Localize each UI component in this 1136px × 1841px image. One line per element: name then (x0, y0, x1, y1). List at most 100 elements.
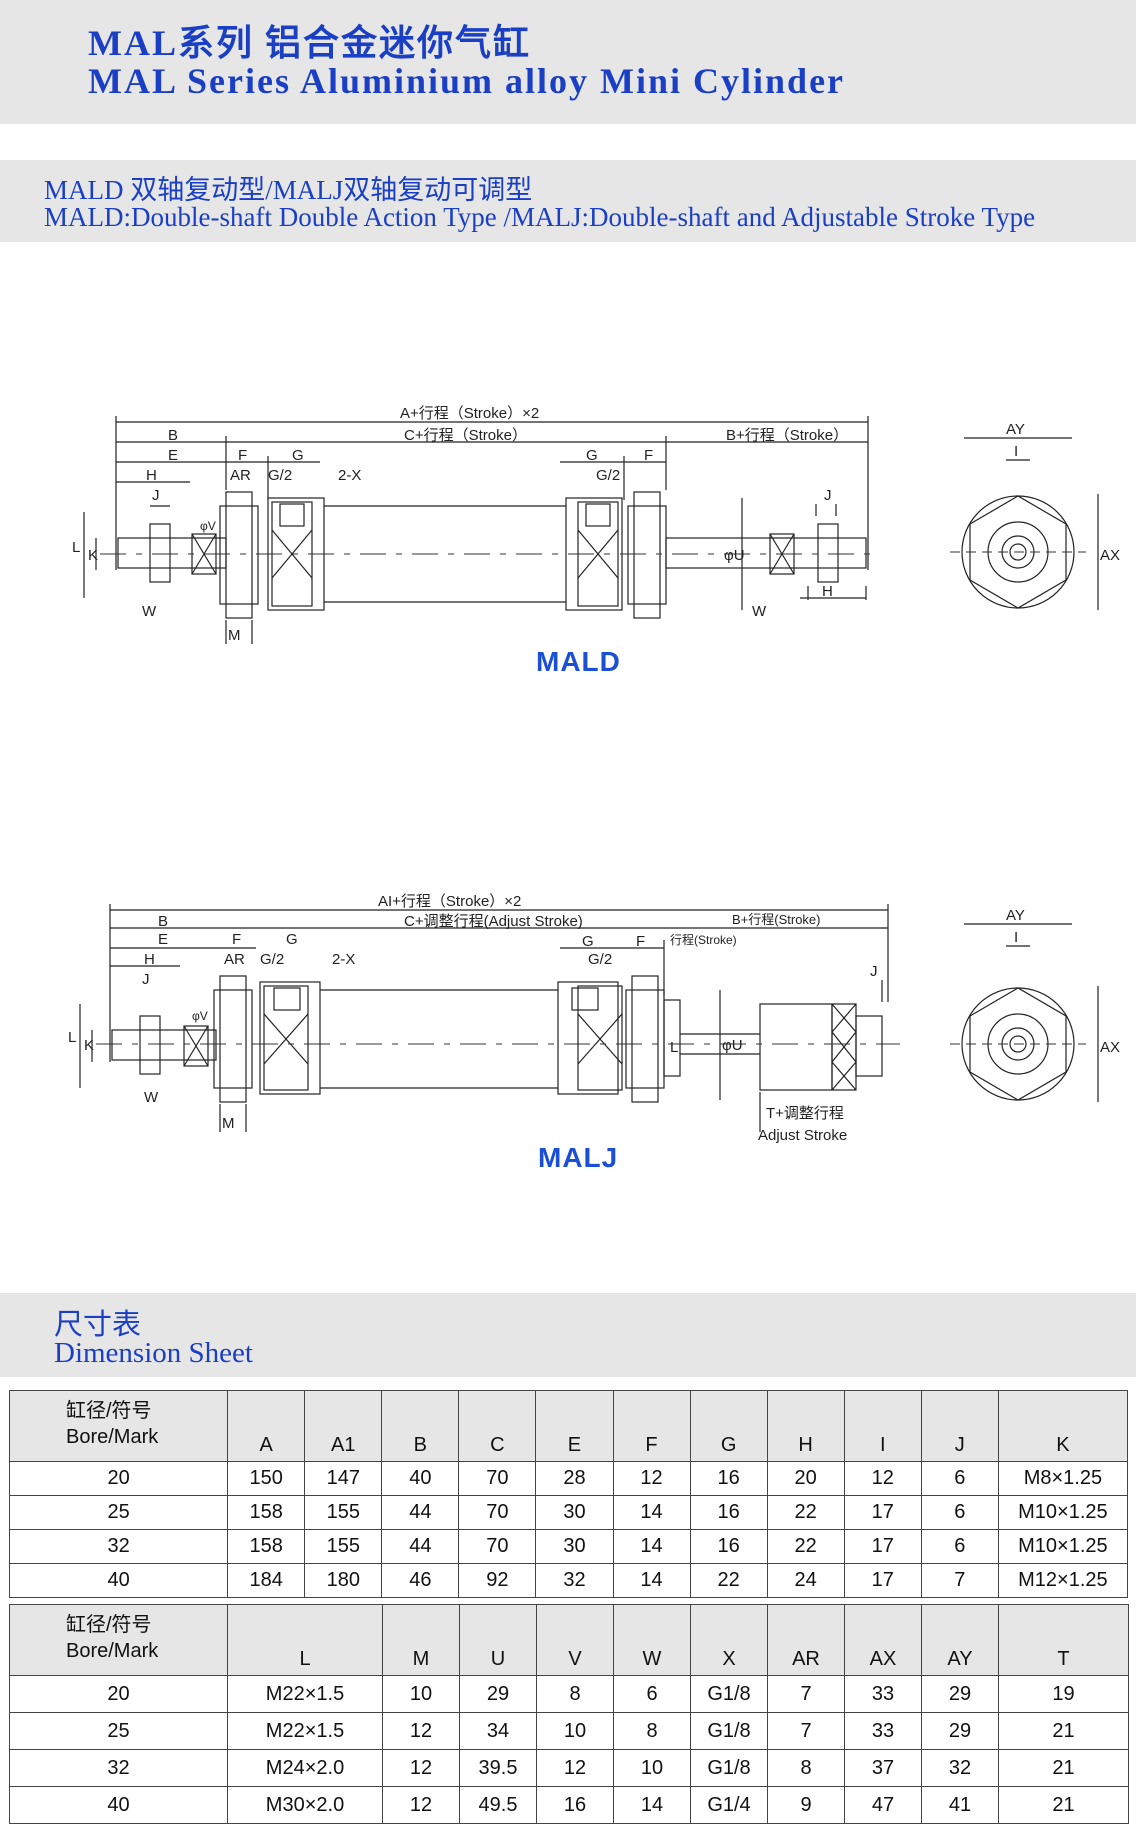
table-cell: 29 (921, 1712, 999, 1750)
label-l: L (68, 1029, 76, 1046)
col-header: AR (767, 1604, 845, 1676)
col-header: H (766, 1390, 845, 1462)
table-cell: 41 (921, 1786, 999, 1824)
table-cell: 7 (920, 1563, 999, 1598)
label-stroke: 行程(Stroke) (670, 932, 737, 947)
table-cell: G1/4 (690, 1786, 768, 1824)
table-cell: 16 (689, 1461, 768, 1496)
label-j-right: J (870, 963, 878, 980)
label-i: I (1014, 443, 1018, 460)
table-cell: 20 (766, 1461, 845, 1496)
table-cell: 47 (844, 1786, 922, 1824)
table-cell: 12 (382, 1786, 460, 1824)
table-cell: M10×1.25 (997, 1495, 1129, 1530)
table-cell: 14 (612, 1529, 691, 1564)
table-cell: 33 (844, 1712, 922, 1750)
dimension-sheet-title-cn: 尺寸表 (54, 1309, 142, 1341)
col-header: I (843, 1390, 922, 1462)
mald-drawing: A+行程（Stroke）×2 B C+行程（Stroke） B+行程（Strok… (72, 405, 1120, 644)
table-cell: 17 (843, 1495, 922, 1530)
dimension-table-1: 缸径/符号 Bore/Mark A A1 B C E F G H I J K 2… (8, 1390, 1129, 1598)
table-row: 20 M22×1.5 10 29 8 6 G1/8 7 33 29 19 (9, 1675, 1129, 1713)
caption-malj: MALJ (538, 1142, 619, 1173)
label-a1-stroke: AI+行程（Stroke）×2 (378, 893, 521, 910)
table-cell: 14 (612, 1495, 691, 1530)
table-cell: 49.5 (459, 1786, 537, 1824)
table-cell: 19 (998, 1675, 1129, 1713)
bore-mark-header: 缸径/符号 Bore/Mark (9, 1604, 228, 1676)
table-header-row: 缸径/符号 Bore/Mark L M U V W X AR AX AY T (9, 1604, 1129, 1676)
table-header-row: 缸径/符号 Bore/Mark A A1 B C E F G H I J K (8, 1390, 1129, 1462)
dimension-sheet-band: 尺寸表 Dimension Sheet (0, 1293, 1136, 1377)
col-header: AY (921, 1604, 999, 1676)
table-cell: 12 (382, 1749, 460, 1787)
table-cell: M22×1.5 (227, 1675, 383, 1713)
label-ay: AY (1006, 421, 1025, 438)
table-cell: 22 (689, 1563, 768, 1598)
col-header: U (459, 1604, 537, 1676)
bore-mark-cn: 缸径/符号 (66, 1614, 152, 1636)
table-cell: 14 (612, 1563, 691, 1598)
label-w: W (142, 603, 157, 620)
table-cell: 92 (458, 1563, 537, 1598)
table-row: 32 M24×2.0 12 39.5 12 10 G1/8 8 37 32 21 (9, 1749, 1129, 1787)
label-a-stroke: A+行程（Stroke）×2 (400, 405, 539, 422)
table-cell: 25 (8, 1495, 229, 1530)
table-cell: G1/8 (690, 1749, 768, 1787)
label-b-stroke: B+行程(Stroke) (732, 912, 821, 927)
col-header: K (997, 1390, 1129, 1462)
label-k: K (84, 1037, 94, 1054)
page-title-cn: MAL系列 铝合金迷你气缸 (88, 23, 531, 63)
label-b-stroke: B+行程（Stroke） (726, 427, 848, 444)
label-m: M (228, 627, 241, 644)
table-cell: G1/8 (690, 1712, 768, 1750)
table-cell: 6 (920, 1495, 999, 1530)
table-cell: M12×1.25 (997, 1563, 1129, 1598)
table-cell: 30 (535, 1495, 614, 1530)
col-header: X (690, 1604, 768, 1676)
bore-mark-header: 缸径/符号 Bore/Mark (8, 1390, 229, 1462)
label-g2-right: G/2 (596, 467, 620, 484)
label-u: φU (724, 547, 745, 564)
label-h-right: H (822, 583, 833, 600)
table-cell: M22×1.5 (227, 1712, 383, 1750)
label-u: φU (722, 1037, 743, 1054)
table-cell: 12 (612, 1461, 691, 1496)
label-v: φV (200, 519, 216, 533)
label-2x: 2-X (332, 951, 355, 968)
col-header: G (689, 1390, 768, 1462)
label-f: F (238, 447, 247, 464)
label-ax: AX (1100, 547, 1120, 564)
table-cell: 10 (536, 1712, 614, 1750)
table-cell: M8×1.25 (997, 1461, 1129, 1496)
table-cell: 7 (767, 1712, 845, 1750)
table-cell: 12 (843, 1461, 922, 1496)
table-cell: 70 (458, 1495, 537, 1530)
table-cell: 17 (843, 1529, 922, 1564)
label-b: B (158, 913, 168, 930)
label-m: M (222, 1115, 235, 1132)
label-f-right: F (644, 447, 653, 464)
col-header: M (382, 1604, 460, 1676)
col-header: A1 (304, 1390, 383, 1462)
table-cell: 28 (535, 1461, 614, 1496)
bore-mark-en: Bore/Mark (66, 1640, 159, 1662)
table-cell: 40 (8, 1563, 229, 1598)
label-g: G (286, 931, 298, 948)
dimension-sheet-title-en: Dimension Sheet (54, 1337, 253, 1369)
col-header: B (381, 1390, 460, 1462)
table-cell: 44 (381, 1529, 460, 1564)
subtitle-en: MALD:Double-shaft Double Action Type /MA… (44, 202, 1036, 232)
table-cell: 32 (921, 1749, 999, 1787)
table-cell: 9 (767, 1786, 845, 1824)
table-cell: 155 (304, 1495, 383, 1530)
table-cell: 8 (613, 1712, 691, 1750)
table-cell: 34 (459, 1712, 537, 1750)
table-cell: 24 (766, 1563, 845, 1598)
table-cell: 32 (9, 1749, 228, 1787)
label-t-adjust: T+调整行程 (766, 1105, 844, 1122)
label-2x: 2-X (338, 467, 361, 484)
label-c-adjust: C+调整行程(Adjust Stroke) (404, 913, 583, 930)
col-header: E (535, 1390, 614, 1462)
table-cell: 20 (9, 1675, 228, 1713)
